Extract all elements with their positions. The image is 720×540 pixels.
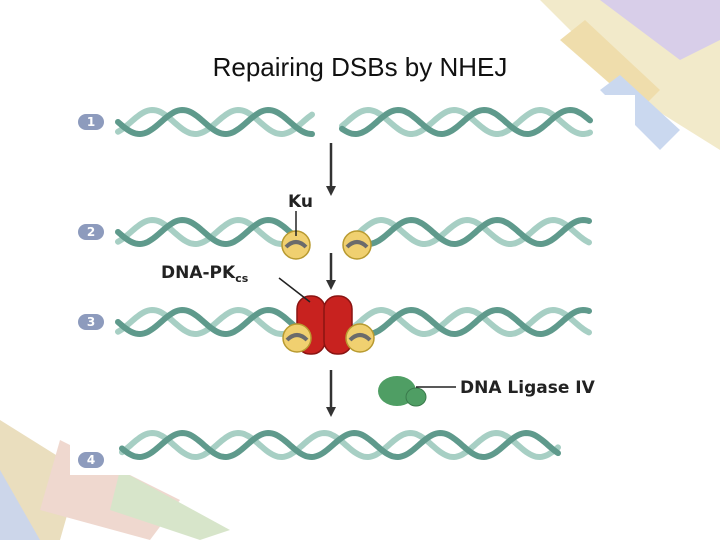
- diagram-panel: [70, 95, 635, 475]
- dna-row2-left: [115, 216, 303, 248]
- dna-row1-left: [115, 106, 315, 138]
- dnapk-label-main: DNA-PK: [161, 263, 236, 283]
- step-number: 3: [87, 315, 95, 329]
- background-dna-decoration-top-right: [540, 0, 720, 150]
- step-number: 2: [87, 225, 95, 239]
- step-badge-2: 2: [78, 224, 104, 240]
- dna-strand-back: [115, 106, 315, 138]
- step-badge-1: 1: [78, 114, 104, 130]
- arrow-step2-to-3: [326, 253, 336, 290]
- dna-row3-right: [352, 306, 592, 338]
- dna-row4-joined: [119, 429, 561, 461]
- dnapk-label-pointer: [278, 277, 311, 303]
- dnapk-label-subscript: cs: [235, 272, 249, 285]
- ku-protein-row3-left: [282, 323, 312, 353]
- arrow-step1-to-2: [326, 143, 336, 196]
- ku-protein-row2-right: [342, 230, 372, 260]
- dna-row1-right: [339, 106, 593, 138]
- ligase-label: DNA Ligase IV: [460, 378, 596, 398]
- ku-protein-row3-right: [345, 323, 375, 353]
- dnapk-label: DNA-PKcs: [161, 263, 249, 285]
- dna-strand-front: [339, 106, 593, 138]
- step-number: 1: [87, 115, 95, 129]
- dna-strand-front: [352, 216, 592, 248]
- step-badge-3: 3: [78, 314, 104, 330]
- step-badge-4: 4: [78, 452, 104, 468]
- dna-strand-front: [115, 306, 303, 338]
- slide-title: Repairing DSBs by NHEJ: [212, 52, 508, 82]
- ku-label: Ku: [288, 192, 313, 212]
- dna-strand-front: [115, 216, 303, 248]
- dna-strand-front: [115, 106, 315, 138]
- dna-strand-front: [119, 429, 561, 461]
- dna-row2-right: [352, 216, 592, 248]
- dna-row3-left: [115, 306, 303, 338]
- step-number: 4: [87, 453, 95, 467]
- arrow-step3-to-4: [326, 370, 336, 417]
- dna-strand-front: [352, 306, 592, 338]
- ku-protein-row2-left: [281, 230, 311, 260]
- dna-ligase-iv: [378, 376, 427, 407]
